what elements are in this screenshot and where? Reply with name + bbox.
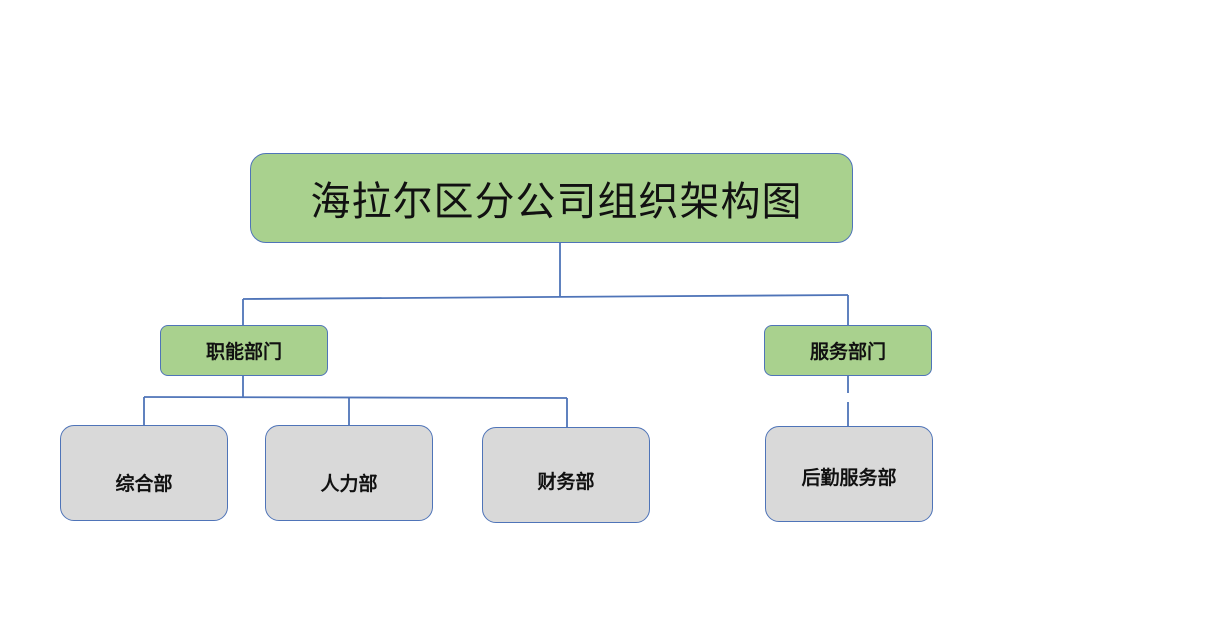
chart-title: 海拉尔区分公司组织架构图 (310, 179, 803, 225)
dept-service-label: 服务部门 (809, 341, 886, 363)
dept-functional-label: 职能部门 (205, 341, 282, 363)
top-bus (242, 294, 849, 300)
unit-finance: 财务部 (482, 427, 650, 523)
dept-service: 服务部门 (764, 325, 932, 376)
unit-logistics-service-label: 后勤服务部 (801, 466, 897, 489)
dept-functional: 职能部门 (160, 325, 328, 376)
unit-human-resources-label: 人力部 (320, 472, 378, 495)
unit-finance-label: 财务部 (537, 470, 595, 493)
unit-general-affairs-label: 综合部 (115, 472, 173, 495)
unit-human-resources: 人力部 (265, 425, 433, 521)
unit-general-affairs: 综合部 (60, 425, 228, 521)
func-bus (143, 396, 568, 399)
chart-title-box: 海拉尔区分公司组织架构图 (250, 153, 853, 243)
unit-logistics-service: 后勤服务部 (765, 426, 933, 522)
